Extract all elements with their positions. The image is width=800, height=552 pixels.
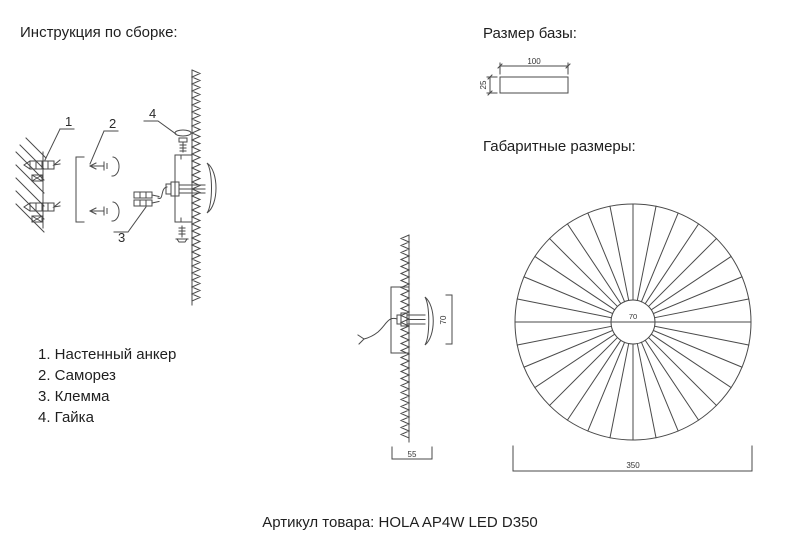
assembly-title: Инструкция по сборке:: [20, 24, 178, 41]
dimension-inner-diameter: 70: [610, 312, 656, 323]
dimension-shade-height: 70: [439, 294, 453, 345]
parts-list-item: 3. Клемма: [38, 388, 110, 405]
svg-text:3: 3: [118, 230, 125, 245]
svg-text:25: 25: [479, 80, 488, 89]
article-label: Артикул товара: HOLA AP4W LED D350: [262, 514, 538, 531]
svg-text:4: 4: [149, 106, 156, 121]
dimension-wall-depth: 55: [391, 446, 433, 460]
callout-3: 3: [113, 206, 147, 245]
base-size-title: Размер базы:: [483, 25, 577, 42]
screw-icon: [89, 156, 120, 177]
svg-text:2: 2: [109, 116, 116, 131]
base-size-drawing: 100 25: [479, 57, 571, 96]
assembly-diagram: 1 2 3 4: [15, 69, 217, 306]
terminal-block: [133, 191, 160, 207]
parts-list-item: 1. Настенный анкер: [38, 346, 177, 363]
wire: [157, 186, 168, 199]
parts-list: 1. Настенный анкер 2. Саморез 3. Клемма …: [38, 344, 176, 428]
shade-profile: [424, 296, 434, 346]
wall-section: [399, 234, 411, 443]
svg-text:70: 70: [439, 315, 448, 324]
callout-2: 2: [89, 116, 119, 165]
svg-text:1: 1: [65, 114, 72, 129]
dimension-width: 100: [497, 57, 571, 75]
nut-icon: [174, 129, 192, 153]
mounting-screw: [175, 225, 189, 243]
wall-anchor-icon: [23, 201, 61, 223]
shade-profile: [206, 162, 217, 214]
wall-anchor-icon: [23, 159, 61, 182]
mounting-bracket: [75, 156, 85, 223]
parts-list-item: 4. Гайка: [38, 409, 94, 426]
shade-spokes: [514, 203, 752, 441]
overall-dimensions-title: Габаритные размеры:: [483, 138, 636, 155]
svg-text:55: 55: [408, 450, 417, 459]
callout-1: 1: [44, 114, 75, 161]
parts-list-item: 2. Саморез: [38, 367, 116, 384]
dimension-height: 25: [479, 74, 498, 96]
svg-text:70: 70: [629, 312, 637, 321]
lamp-stem: [165, 181, 206, 197]
base-outline: [499, 76, 569, 94]
lamp-stem: [396, 312, 426, 327]
side-view-drawing: 70 55: [357, 234, 453, 460]
dimension-outer-diameter: 350: [512, 445, 753, 472]
svg-text:100: 100: [527, 57, 541, 66]
callout-4: 4: [143, 106, 177, 135]
front-view-drawing: 70 350: [512, 203, 753, 472]
svg-text:350: 350: [626, 461, 640, 470]
screw-icon: [89, 201, 120, 222]
wire: [357, 317, 398, 345]
wall-section: [190, 69, 202, 306]
